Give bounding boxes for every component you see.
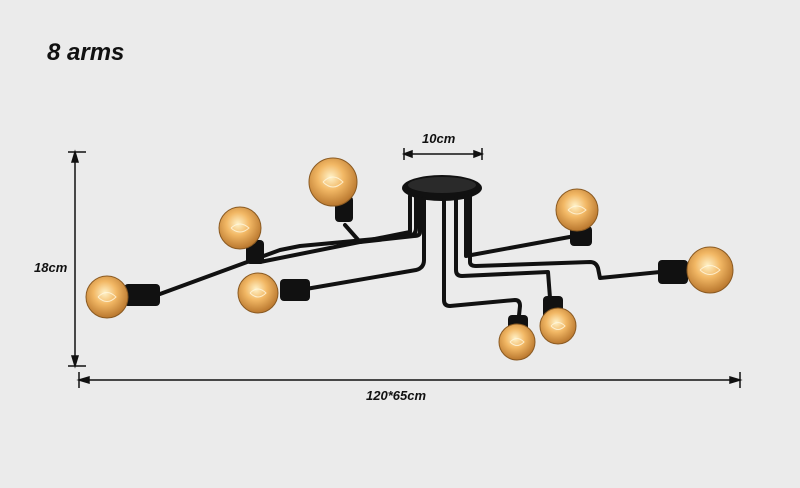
product-title: 8 arms — [47, 39, 125, 66]
arm-far-left — [158, 194, 418, 296]
arm-left-front — [298, 196, 426, 292]
canopy-width-dimension — [401, 148, 485, 160]
arm-far-right — [468, 194, 662, 280]
edison-bulbs — [85, 157, 734, 361]
arm-back-left — [343, 196, 422, 244]
height-dimension — [68, 149, 86, 369]
height-label: 18cm — [34, 260, 68, 275]
canopy-width-label: 10cm — [422, 131, 456, 146]
bulb-far-left — [85, 275, 129, 319]
bulb-left-front — [237, 272, 279, 314]
arm-back-right — [464, 194, 577, 258]
bulb-far-right — [686, 246, 734, 294]
bulb-left-upper — [218, 206, 262, 250]
bulb-front-center — [498, 323, 536, 361]
arm-front-right — [454, 196, 552, 300]
bulb-back-left — [308, 157, 358, 207]
arm-left-upper — [258, 194, 412, 264]
width-dimension — [76, 372, 743, 388]
arm-front-center — [442, 198, 522, 327]
bulb-back-right — [555, 188, 599, 232]
bulb-front-right — [539, 307, 577, 345]
width-label: 120*65cm — [366, 388, 426, 403]
lamp-sockets — [124, 196, 688, 341]
lamp-arms — [158, 194, 662, 327]
